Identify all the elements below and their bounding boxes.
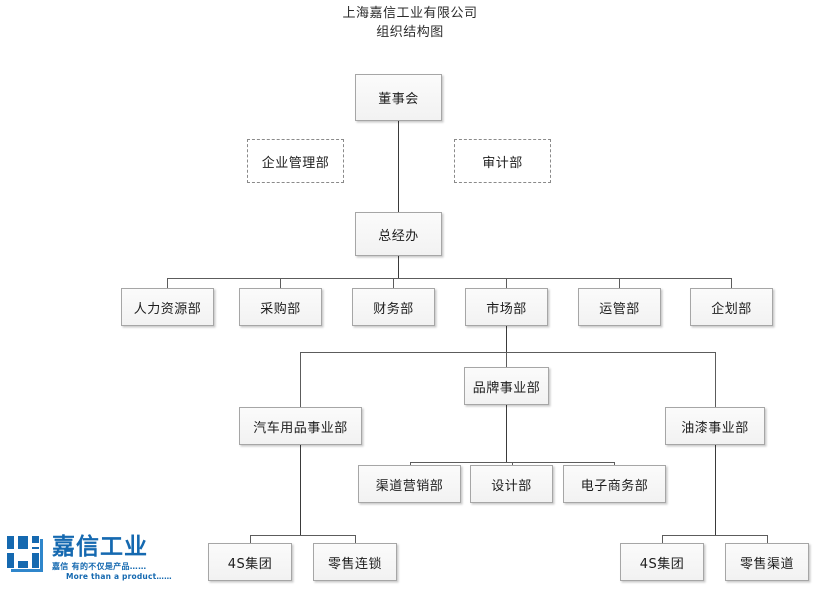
node-ecommerce-dept[interactable]: 电子商务部 [563, 465, 666, 503]
connector-department-bus [167, 278, 731, 279]
node-label: 油漆事业部 [681, 420, 749, 436]
connector-marketing-down [506, 326, 507, 352]
node-label: 4S集团 [639, 556, 685, 572]
node-marketing-dept[interactable]: 市场部 [465, 288, 548, 326]
node-label: 企划部 [711, 301, 752, 317]
node-label: 企业管理部 [261, 155, 330, 171]
node-label: 运管部 [599, 301, 640, 317]
connector-drop-finance [393, 278, 394, 288]
node-general-manager-office[interactable]: 总经办 [355, 212, 442, 256]
company-logo: 嘉信工业 嘉信 有的不仅是产品…… More than a product…… [6, 533, 172, 585]
connector-gm-down [398, 256, 399, 278]
jiaxin-logo-mark-icon [7, 536, 43, 572]
logo-tagline-en: More than a product…… [66, 572, 172, 581]
node-board-of-directors[interactable]: 董事会 [355, 74, 442, 121]
connector-brand-down [506, 405, 507, 462]
logo-company-name: 嘉信工业 [52, 534, 148, 560]
node-paint-division[interactable]: 油漆事业部 [665, 407, 765, 445]
node-label: 设计部 [491, 478, 532, 494]
node-label: 财务部 [373, 301, 414, 317]
node-design-dept[interactable]: 设计部 [470, 465, 553, 503]
connector-drop-paint-4s [662, 535, 663, 543]
node-audit-dept[interactable]: 审计部 [454, 139, 551, 183]
node-label: 人力资源部 [133, 301, 202, 317]
connector-drop-auto-division [300, 352, 301, 407]
connector-drop-auto-retail [355, 535, 356, 543]
connector-drop-operations [619, 278, 620, 288]
node-label: 零售连锁 [327, 556, 382, 572]
node-label: 市场部 [486, 301, 527, 317]
connector-paint-child-bus [662, 535, 767, 536]
connector-drop-hr [167, 278, 168, 288]
connector-board-to-gm [398, 121, 399, 216]
node-purchasing-dept[interactable]: 采购部 [239, 288, 322, 326]
title-line-1: 上海嘉信工业有限公司 [342, 6, 478, 21]
node-label: 渠道营销部 [375, 478, 444, 494]
connector-auto-down [300, 445, 301, 535]
title-line-2: 组织结构图 [376, 25, 444, 40]
logo-tagline-cn: 嘉信 有的不仅是产品…… [52, 562, 147, 571]
node-label: 零售渠道 [739, 556, 794, 572]
node-paint-retail-channel[interactable]: 零售渠道 [725, 543, 809, 581]
node-label: 电子商务部 [580, 478, 649, 494]
node-channel-marketing-dept[interactable]: 渠道营销部 [358, 465, 461, 503]
node-label: 汽车用品事业部 [253, 420, 348, 436]
connector-division-bus [300, 352, 715, 353]
node-label: 审计部 [482, 155, 523, 171]
node-brand-division[interactable]: 品牌事业部 [464, 367, 549, 405]
connector-paint-down [715, 445, 716, 535]
node-label: 采购部 [260, 301, 301, 317]
node-paint-4s-group[interactable]: 4S集团 [620, 543, 704, 581]
connector-drop-marketing [506, 278, 507, 288]
node-operations-dept[interactable]: 运管部 [578, 288, 661, 326]
node-enterprise-management-dept[interactable]: 企业管理部 [247, 139, 344, 183]
node-label: 总经办 [378, 228, 419, 244]
connector-drop-brand-division [506, 352, 507, 367]
connector-drop-planning [731, 278, 732, 288]
node-finance-dept[interactable]: 财务部 [352, 288, 435, 326]
node-auto-products-division[interactable]: 汽车用品事业部 [239, 407, 362, 445]
page-title: 上海嘉信工业有限公司 组织结构图 [0, 4, 820, 42]
node-label: 董事会 [378, 92, 419, 107]
connector-auto-child-bus [250, 535, 355, 536]
node-planning-dept[interactable]: 企划部 [690, 288, 773, 326]
node-auto-4s-group[interactable]: 4S集团 [208, 543, 292, 581]
node-label: 4S集团 [227, 556, 273, 572]
connector-drop-auto-4s [250, 535, 251, 543]
connector-drop-paint-division [715, 352, 716, 407]
connector-drop-paint-retail [767, 535, 768, 543]
node-auto-retail-chain[interactable]: 零售连锁 [313, 543, 397, 581]
node-label: 品牌事业部 [472, 380, 541, 396]
node-human-resources-dept[interactable]: 人力资源部 [121, 288, 214, 326]
connector-drop-purchasing [280, 278, 281, 288]
